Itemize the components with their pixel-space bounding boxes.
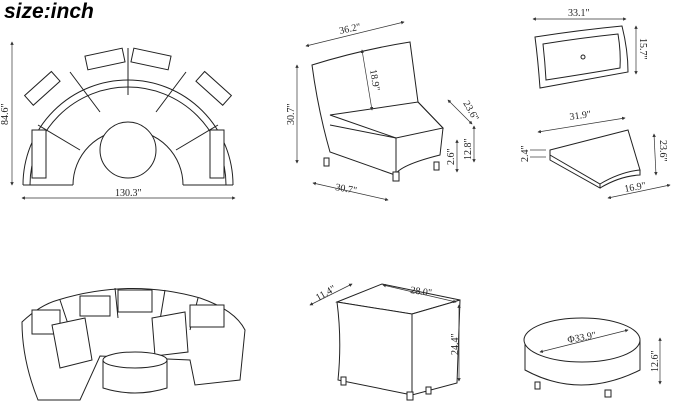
table-depth-label: 11.4" bbox=[314, 283, 338, 303]
sectional-width-label: 130.3" bbox=[115, 188, 142, 199]
fire-table-outline bbox=[99, 121, 157, 179]
cushion-width-label: 33.1" bbox=[568, 8, 590, 19]
seat-cushion-depth-label: 23.6" bbox=[657, 140, 668, 162]
seat-cushion-back-width-label: 31.9" bbox=[569, 109, 592, 123]
armless-chair-drawing: 36.2" 18.9" 30.7" 23.6" 2.6" 12.8" 30.7" bbox=[286, 20, 481, 202]
table-height-label: 24.4" bbox=[450, 333, 461, 355]
sectional-top-view: 84.6" 130.3" bbox=[0, 41, 236, 200]
back-cushion-drawing: 33.1" 15.7" bbox=[532, 8, 648, 89]
table-width-label: 28.0" bbox=[410, 285, 433, 299]
sectional-height-label: 84.6" bbox=[0, 103, 11, 125]
chair-seat-height-label: 12.8" bbox=[463, 138, 474, 160]
seat-cushion-thickness-label: 2.4" bbox=[520, 145, 531, 162]
chair-depth-label: 23.6" bbox=[460, 99, 480, 123]
chair-width-label: 36.2" bbox=[338, 22, 361, 37]
ottoman-diameter-label: Φ33.9" bbox=[567, 330, 597, 346]
chair-height-label: 30.7" bbox=[286, 103, 297, 125]
chair-back-height-label: 18.9" bbox=[367, 69, 382, 92]
ottoman-drawing: Φ33.9" 12.6" bbox=[523, 317, 662, 398]
chair-front-width-label: 30.7" bbox=[334, 182, 357, 197]
ottoman-height-label: 12.6" bbox=[650, 350, 661, 372]
size-unit-title: size:inch bbox=[4, 0, 94, 23]
side-table-drawing: 11.4" 28.0" 24.4" bbox=[309, 283, 461, 401]
seat-cushion-front-width-label: 16.9" bbox=[624, 180, 647, 195]
sectional-perspective-drawing bbox=[21, 287, 246, 401]
seat-cushion-drawing: 31.9" 23.6" 2.4" 16.9" bbox=[520, 109, 671, 200]
chair-leg-height-label: 2.6" bbox=[446, 148, 457, 165]
cushion-height-label: 15.7" bbox=[637, 38, 648, 60]
